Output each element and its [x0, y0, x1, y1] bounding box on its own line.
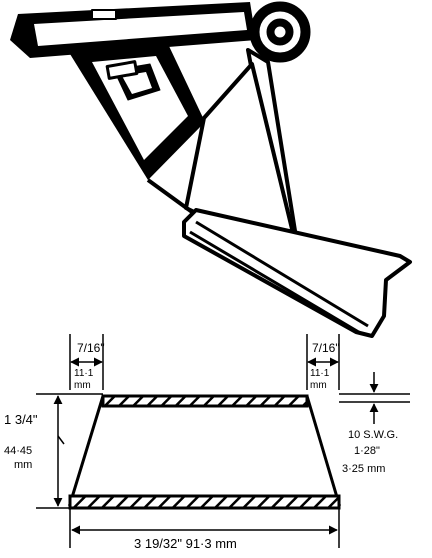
- left-top-fraction-label: 7/16": [77, 341, 105, 355]
- clamp-lamp-glass: [122, 72, 152, 94]
- top-beam-inner: [34, 12, 247, 46]
- height-mm-label: 44·45: [4, 445, 33, 457]
- gauge-swg-label: 10 S.W.G.: [348, 429, 399, 441]
- dim-height-tick: [57, 435, 65, 445]
- height-fraction-label: 1 3/4": [4, 412, 38, 427]
- gauge-mm-label: 3·25 mm: [342, 463, 386, 475]
- strut: [146, 178, 194, 214]
- left-top-mm-unit: mm: [74, 380, 91, 391]
- bottom-plate: [68, 494, 341, 510]
- width-label: 3 19/32" 91·3 mm: [134, 536, 237, 551]
- clamp-window: [92, 56, 188, 160]
- section-diagram: [36, 334, 410, 548]
- right-top-mm-unit: mm: [310, 380, 327, 391]
- right-top-mm-label: 11·1: [310, 368, 330, 379]
- bracket-illustration: [10, 1, 412, 338]
- left-top-mm-label: 11·1: [74, 368, 94, 379]
- shoe-rail-1: [195, 220, 369, 328]
- beam-plate: [91, 9, 117, 20]
- right-top-fraction-label: 7/16": [312, 341, 340, 355]
- base-shoe: [182, 208, 412, 338]
- pivot-wheel-hub: [273, 25, 287, 39]
- shoe-rail-2: [189, 230, 363, 336]
- top-plate: [101, 394, 309, 408]
- gauge-in-label: 1·28": [354, 445, 380, 457]
- clamp-cap: [105, 60, 139, 80]
- height-mm-unit: mm: [14, 459, 33, 471]
- trapezoid-outline: [67, 394, 342, 506]
